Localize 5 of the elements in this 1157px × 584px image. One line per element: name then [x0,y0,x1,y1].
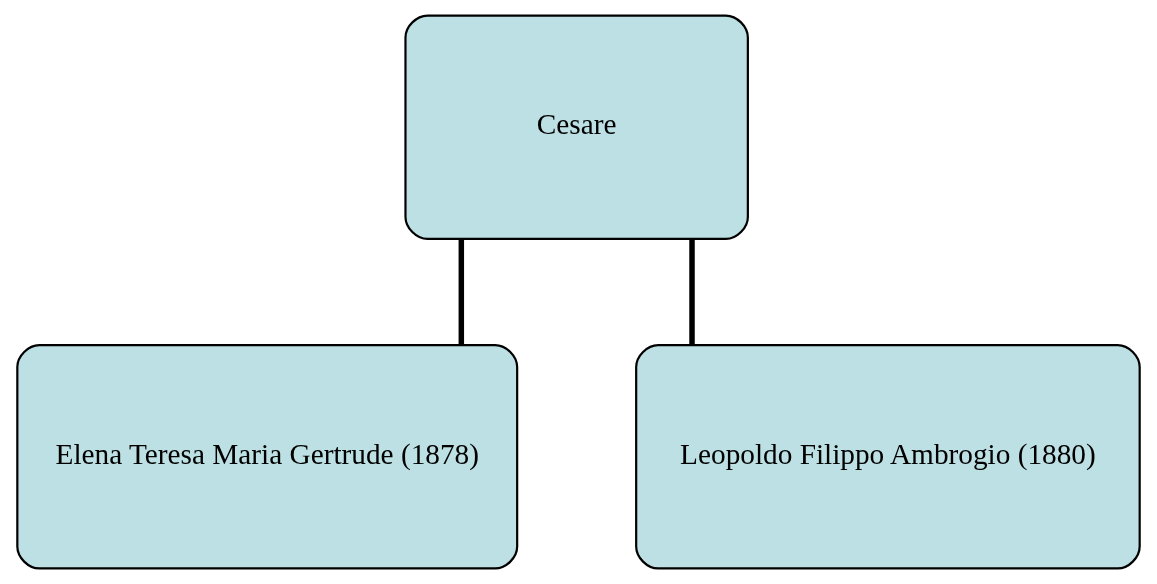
node-box: Elena Teresa Maria Gertrude (1878) [16,344,519,570]
connector [458,239,465,346]
connector [689,239,695,346]
node-box: Cesare [404,14,749,240]
node-box: Leopoldo Filippo Ambrogio (1880) [635,344,1141,570]
